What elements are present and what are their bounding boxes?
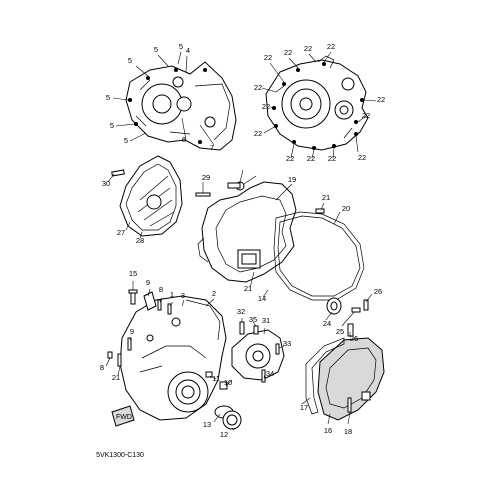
callout-label: 10 <box>224 378 232 387</box>
callout-label: 7 <box>210 143 214 152</box>
callout-label: 22 <box>358 153 366 162</box>
oil-seal-group <box>326 297 369 337</box>
callout-label: 25 <box>336 327 344 336</box>
callout-label: 1 <box>170 290 174 299</box>
callout-label: 22 <box>304 44 312 53</box>
callout-label: 22 <box>286 154 294 163</box>
callout-label: 31 <box>262 316 270 325</box>
callout-label: 5 <box>179 42 183 51</box>
generator-cover-leaders <box>105 281 235 431</box>
callout-label: 29 <box>202 173 210 182</box>
callout-label: 34 <box>266 369 274 378</box>
callout-label: 22 <box>362 111 370 120</box>
fwd-badge: FWD <box>111 405 135 427</box>
callout-label: 16 <box>324 426 332 435</box>
callout-label: 8 <box>159 285 163 294</box>
callout-label: 5 <box>128 56 132 65</box>
right-crankcase-bolts <box>272 62 364 150</box>
oil-filter-cap <box>214 405 242 430</box>
callout-label: 20 <box>342 204 350 213</box>
callout-label: 22 <box>328 154 336 163</box>
center-crankcase-leaders <box>239 169 341 298</box>
left-crankcase-bolts <box>128 68 207 144</box>
drawing-code: 5VK1300-C130 <box>96 452 144 459</box>
water-pump-cover <box>231 321 285 383</box>
callout-label: 22 <box>377 95 385 104</box>
callout-label: 32 <box>237 307 245 316</box>
callout-label: 4 <box>186 46 190 55</box>
callout-label: 33 <box>283 339 291 348</box>
left-crankcase-half <box>125 61 237 151</box>
callout-label: 3 <box>181 291 185 300</box>
callout-label: 28 <box>136 236 144 245</box>
generator-cover-fasteners <box>107 289 228 390</box>
callout-label: 5 <box>106 93 110 102</box>
callout-label: 17 <box>300 403 308 412</box>
clutch-cover-fasteners <box>107 169 211 239</box>
water-pump-leaders <box>241 318 285 379</box>
callout-label: 11 <box>212 374 220 383</box>
callout-label: 19 <box>288 175 296 184</box>
callout-label: 22 <box>262 102 270 111</box>
callout-label: 22 <box>254 129 262 138</box>
callout-label: 13 <box>203 420 211 429</box>
clutch-cover-assembly <box>119 155 183 237</box>
callout-label: 18 <box>344 427 352 436</box>
fwd-badge-text: FWD <box>116 414 132 421</box>
left-crankcase-leaders <box>112 51 215 146</box>
callout-label: 5 <box>124 136 128 145</box>
right-crankcase-leaders <box>261 51 377 159</box>
callout-label: 35 <box>249 315 257 324</box>
callout-label: 26 <box>350 334 358 343</box>
callout-label: 22 <box>307 154 315 163</box>
callout-label: 24 <box>323 319 331 328</box>
callout-label: 22 <box>327 42 335 51</box>
center-crankcase <box>197 181 297 283</box>
callout-label: 22 <box>254 83 262 92</box>
callout-label: 14 <box>258 294 266 303</box>
callout-label: 15 <box>129 269 137 278</box>
center-crankcase-gasket <box>273 211 365 301</box>
callout-label: 21 <box>112 373 120 382</box>
callout-label: 27 <box>117 228 125 237</box>
callout-label: 21 <box>322 193 330 202</box>
generator-cover <box>119 295 227 421</box>
callout-label: 8 <box>100 363 104 372</box>
callout-label: 26 <box>374 287 382 296</box>
callout-label: 9 <box>130 327 134 336</box>
callout-label: 6 <box>182 135 186 144</box>
callout-label: 2 <box>212 289 216 298</box>
callout-label: 22 <box>284 48 292 57</box>
callout-label: 30 <box>102 179 110 188</box>
callout-label: 22 <box>264 53 272 62</box>
callout-label: 5 <box>154 45 158 54</box>
sprocket-leaders <box>301 293 373 425</box>
callout-label: 21 <box>244 284 252 293</box>
callout-label: 12 <box>220 430 228 439</box>
right-crankcase-half <box>265 55 369 151</box>
sprocket-gasket <box>305 337 345 415</box>
callout-label: 9 <box>146 278 150 287</box>
sprocket-cover <box>317 337 385 421</box>
callout-label: 5 <box>110 121 114 130</box>
